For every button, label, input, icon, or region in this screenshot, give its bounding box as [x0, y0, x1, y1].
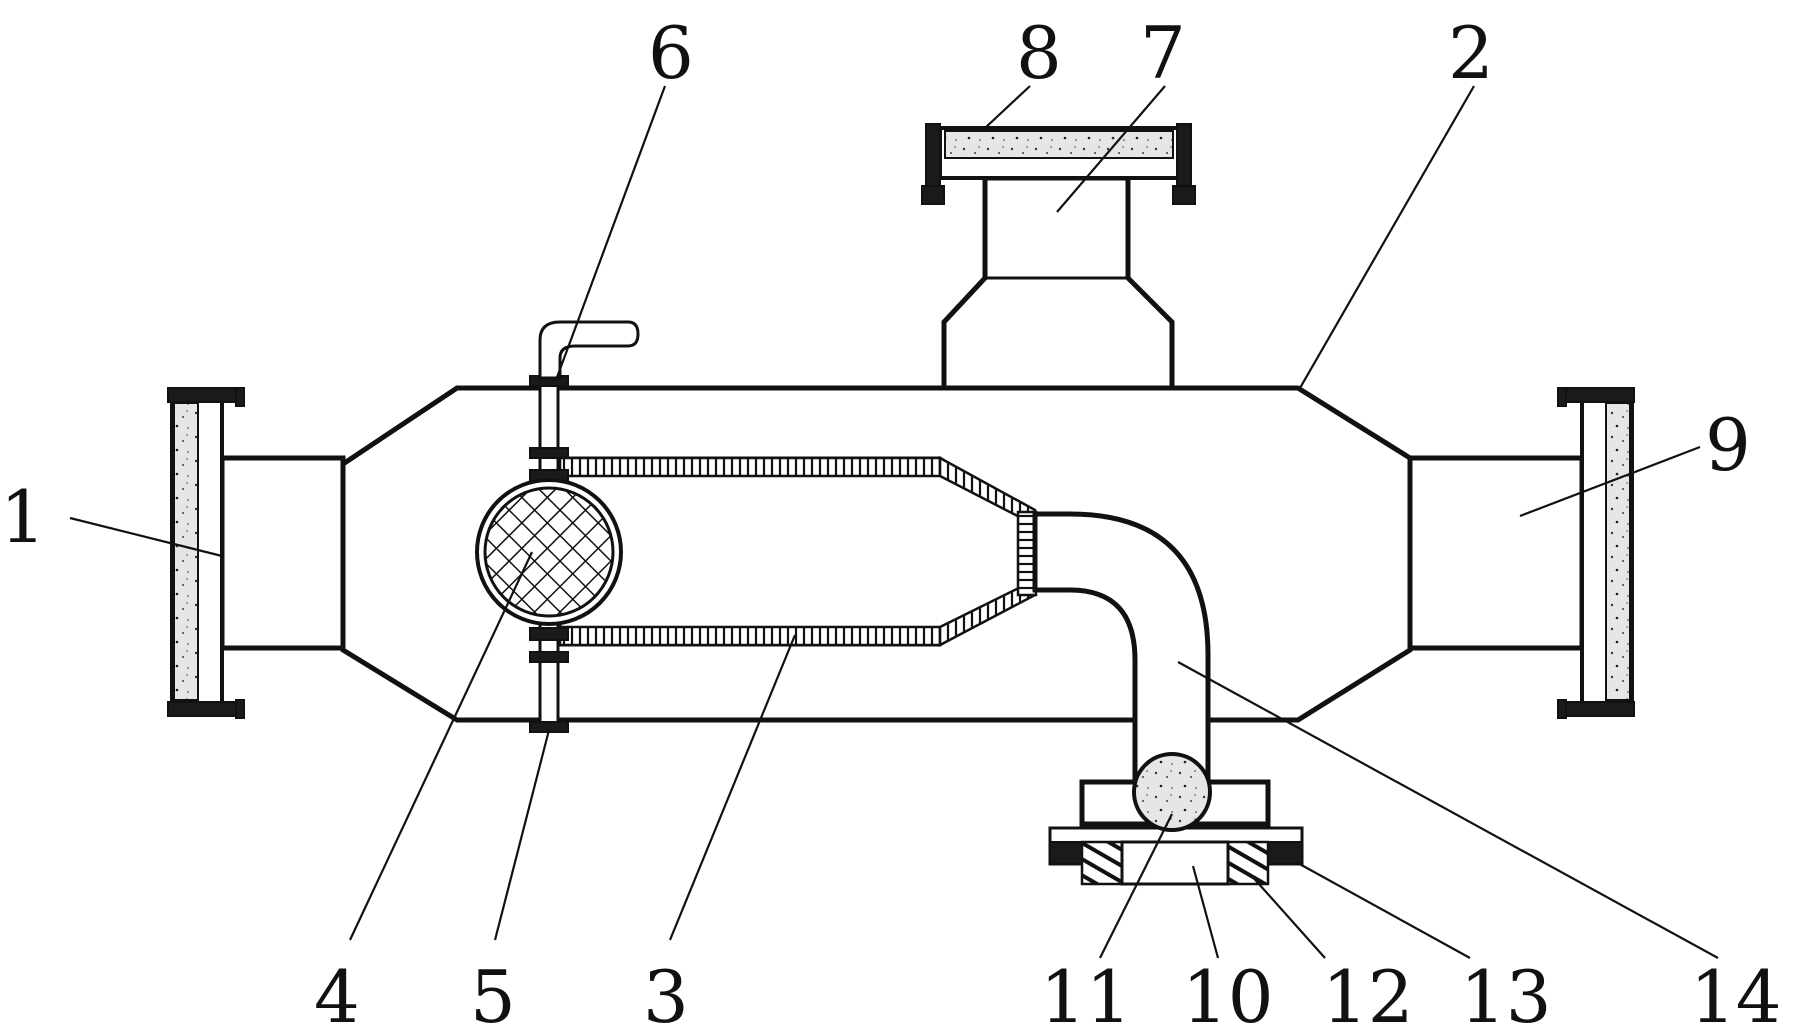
part-label-8: 8	[1016, 11, 1062, 95]
part-label-13: 13	[1460, 955, 1552, 1034]
discharge-elbow-pipe	[1032, 511, 1211, 803]
part-label-1: 1	[0, 475, 46, 559]
part-label-7: 7	[1140, 11, 1186, 95]
part-label-2: 2	[1448, 11, 1494, 95]
part-label-4: 4	[314, 955, 360, 1034]
part-label-5: 5	[470, 955, 516, 1034]
part-label-14: 14	[1690, 955, 1782, 1034]
part-label-3: 3	[643, 955, 689, 1034]
part-label-12: 12	[1322, 955, 1414, 1034]
outlet-pipe	[1407, 455, 1585, 651]
leader-lines	[69, 85, 1719, 959]
filter-cartridge	[558, 455, 1038, 648]
inlet-pipe	[219, 455, 346, 651]
valve-handle	[538, 320, 640, 380]
part-label-11: 11	[1040, 955, 1132, 1034]
part-label-10: 10	[1182, 955, 1274, 1034]
part-label-6: 6	[648, 11, 694, 95]
sediment-ball	[1132, 752, 1212, 832]
top-cover-flange	[921, 123, 1196, 205]
inlet-flange	[167, 387, 245, 719]
part-label-9: 9	[1705, 403, 1751, 487]
mesh-ball-filter	[475, 478, 623, 626]
outlet-flange	[1557, 387, 1635, 719]
